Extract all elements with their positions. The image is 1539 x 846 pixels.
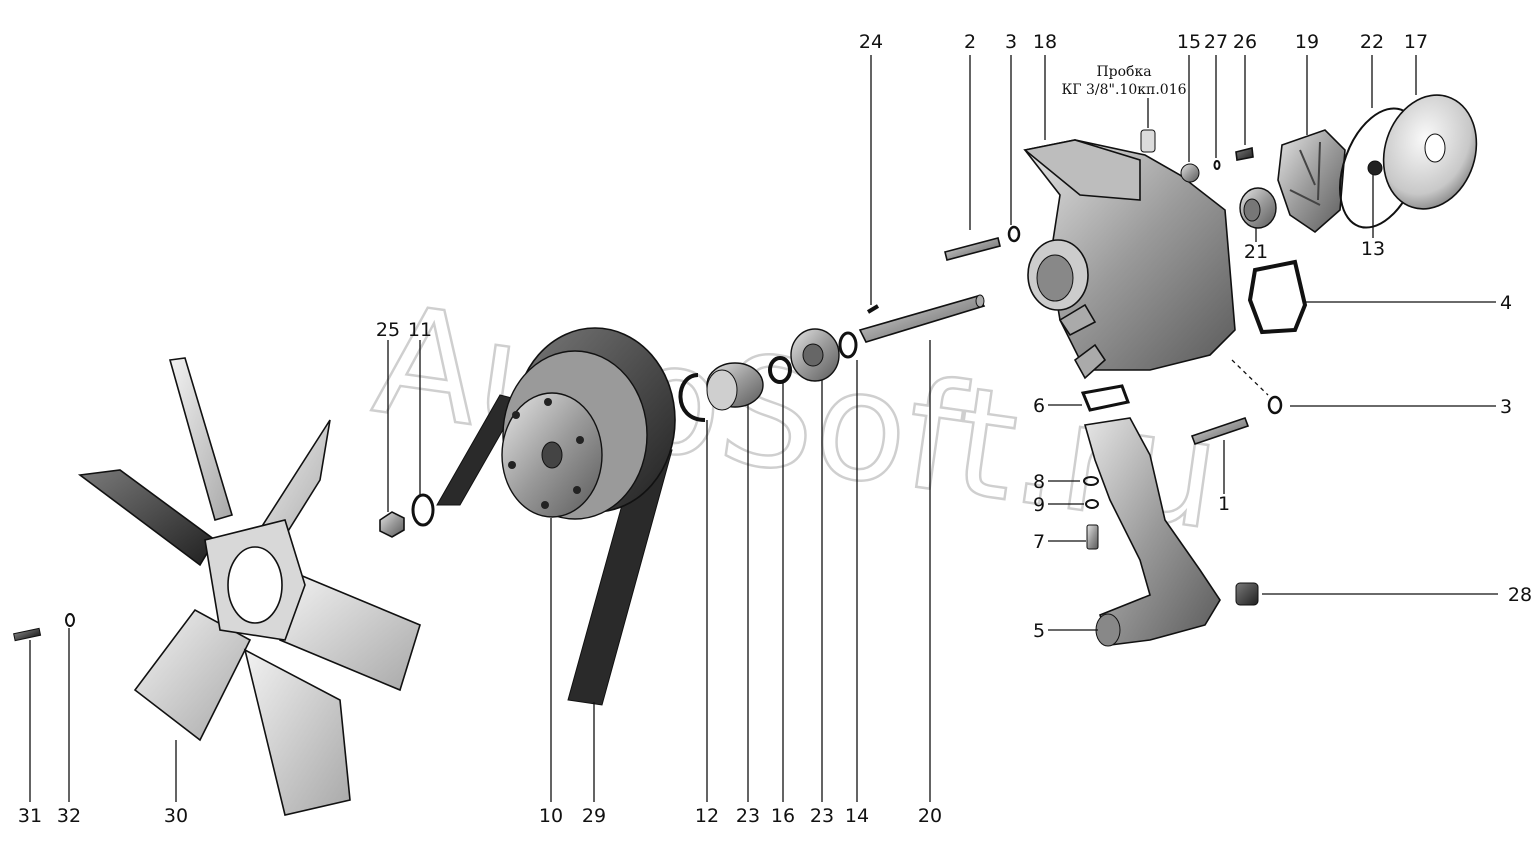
bolt-2 (944, 237, 1001, 261)
label-14: 14 (845, 805, 869, 827)
pipe-5 (1083, 417, 1221, 647)
leader-lines (29, 55, 1498, 802)
label-16: 16 (771, 805, 795, 827)
label-10: 10 (539, 805, 563, 827)
label-19: 19 (1295, 31, 1319, 53)
spacer-16 (768, 356, 792, 384)
stud-7 (1086, 524, 1099, 550)
bearing-23a (706, 362, 764, 411)
pulley-10 (501, 327, 676, 520)
ring-27 (1213, 160, 1221, 170)
nut-13 (1367, 160, 1383, 176)
fan-blade-bottom (243, 648, 351, 816)
cover-17 (1382, 94, 1478, 210)
label-32: 32 (57, 805, 81, 827)
note-line-2: КГ 3/8".10кп.016 (1061, 82, 1186, 98)
shaft-20 (858, 294, 986, 343)
label-2: 2 (964, 31, 976, 53)
fan-center-hole (227, 546, 283, 624)
key-24 (866, 304, 880, 314)
label-5: 5 (1033, 620, 1045, 642)
bolt-31 (13, 627, 42, 642)
label-18: 18 (1033, 31, 1057, 53)
fan-30 (77, 357, 421, 816)
label-3-lower: 3 (1500, 396, 1512, 418)
label-29: 29 (582, 805, 606, 827)
washer-32 (65, 613, 75, 627)
ring-14 (838, 331, 858, 359)
label-7: 7 (1033, 531, 1045, 553)
label-9: 9 (1033, 494, 1045, 516)
note-line-1: Пробка (1096, 64, 1151, 80)
impeller-19 (1277, 129, 1346, 234)
washer-11 (411, 493, 435, 527)
label-20: 20 (918, 805, 942, 827)
snap-ring-12 (678, 373, 706, 422)
washer-9 (1085, 499, 1099, 509)
label-23-left: 23 (736, 805, 760, 827)
label-23-right: 23 (810, 805, 834, 827)
bearing-23b (790, 328, 840, 382)
fan-blade-top (168, 357, 233, 521)
label-8: 8 (1033, 471, 1045, 493)
label-22: 22 (1360, 31, 1384, 53)
label-24: 24 (859, 31, 883, 53)
pump-housing-18 (1023, 139, 1236, 380)
dashed-line (1231, 359, 1269, 396)
label-26: 26 (1233, 31, 1257, 53)
label-3-top: 3 (1005, 31, 1017, 53)
label-11: 11 (408, 319, 432, 341)
callout-labels: 24 2 3 18 15 27 26 19 22 17 21 13 4 3 6 … (18, 31, 1532, 827)
label-17: 17 (1404, 31, 1428, 53)
label-6: 6 (1033, 395, 1045, 417)
label-13: 13 (1361, 238, 1385, 260)
screw-26 (1235, 147, 1254, 161)
washer-3-top (1007, 225, 1021, 243)
label-12: 12 (695, 805, 719, 827)
label-25: 25 (376, 319, 400, 341)
label-31: 31 (18, 805, 42, 827)
label-28: 28 (1508, 584, 1532, 606)
nut-25 (379, 511, 405, 538)
label-21: 21 (1244, 241, 1268, 263)
washer-3-lower (1267, 395, 1283, 415)
bolt-1 (1190, 416, 1250, 446)
plug-28 (1235, 582, 1259, 606)
label-30: 30 (164, 805, 188, 827)
gasket-4 (1247, 259, 1308, 335)
fan-blade-left (77, 469, 217, 567)
plug (1140, 129, 1156, 153)
washer-15 (1180, 163, 1200, 183)
label-1: 1 (1218, 493, 1230, 515)
label-15: 15 (1177, 31, 1201, 53)
washer-8 (1083, 476, 1099, 486)
seal-21 (1239, 187, 1277, 229)
gasket-6 (1080, 384, 1131, 412)
fan-blade-lower-left (133, 608, 252, 742)
belt-29 (436, 394, 673, 706)
label-27: 27 (1204, 31, 1228, 53)
label-4: 4 (1500, 292, 1512, 314)
